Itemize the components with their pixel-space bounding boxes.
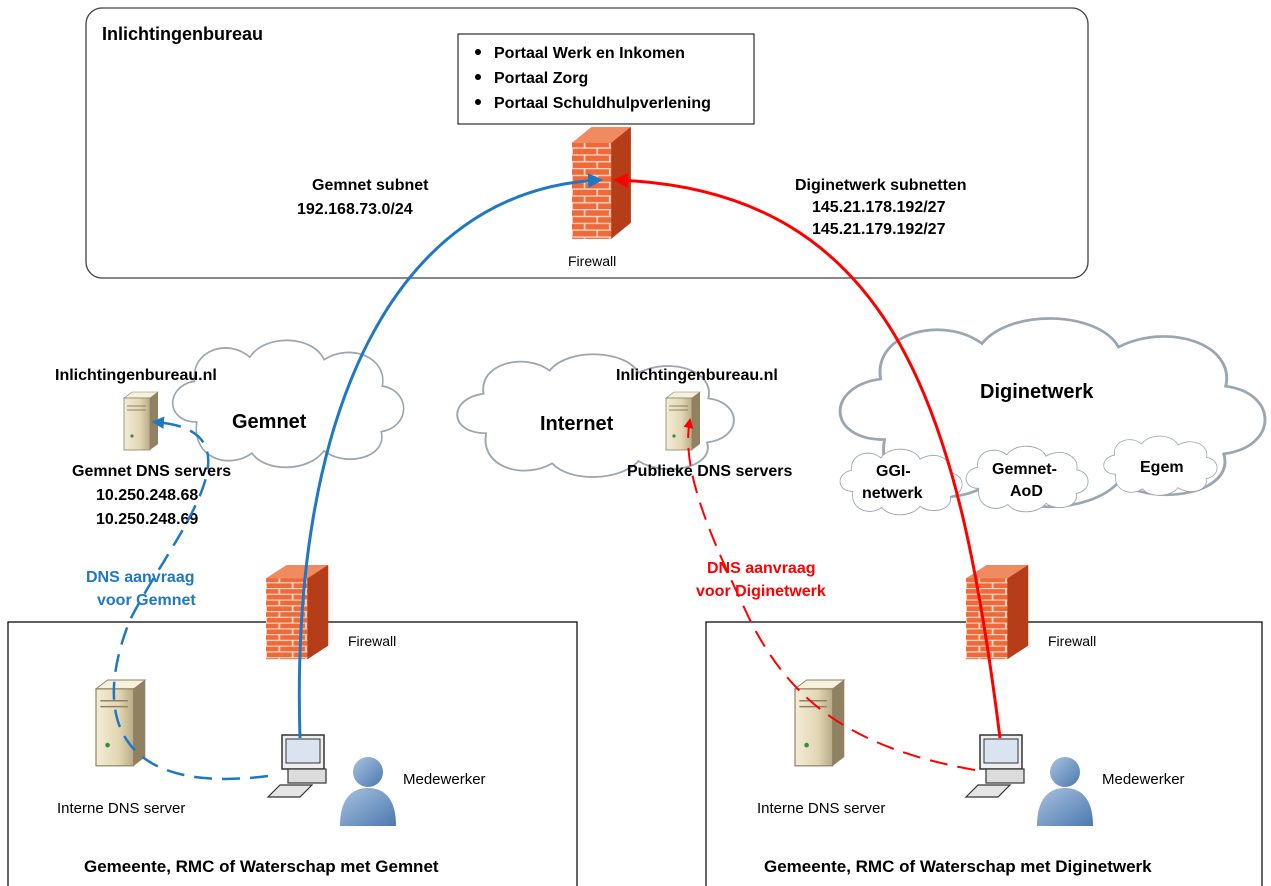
- top-firewall-label: Firewall: [568, 253, 616, 269]
- left-workstation-icon: [266, 734, 327, 798]
- left-dns-label: Interne DNS server: [57, 800, 185, 817]
- ggi-label: GGI-: [876, 463, 911, 480]
- right-site-caption: Gemeente, RMC of Waterschap met Diginetw…: [764, 857, 1152, 876]
- gemnet-aod-label: Gemnet-: [992, 461, 1057, 478]
- public-dns-server-icon: [665, 391, 701, 451]
- right-internal-dns-server-icon: [794, 679, 846, 767]
- right-firewall-label: Firewall: [1048, 633, 1096, 649]
- gemnet-subnet-title: Gemnet subnet: [312, 177, 429, 194]
- diginetwerk-dns-request-label: DNS aanvraag: [707, 560, 816, 577]
- ggi-label: netwerk: [862, 485, 923, 502]
- gemnet-dns-title: Gemnet DNS servers: [72, 463, 231, 480]
- right-workstation-icon: [964, 734, 1025, 798]
- internet-cloud-label: Internet: [540, 413, 614, 435]
- diginetwerk-subnet-title: Diginetwerk subnetten: [795, 177, 967, 194]
- gemnet-dns-server-icon: [123, 391, 159, 451]
- gemnet-connection-line: [297, 173, 603, 739]
- gemnet-dns-ip: 10.250.248.69: [96, 511, 198, 528]
- portal-item: Portaal Zorg: [494, 70, 588, 87]
- diginetwerk-subnet-range: 145.21.179.192/27: [812, 221, 946, 238]
- diginetwerk-connection-line: [613, 172, 1002, 739]
- left-site-caption: Gemeente, RMC of Waterschap met Gemnet: [84, 857, 439, 876]
- right-dns-label: Interne DNS server: [757, 800, 885, 817]
- diginetwerk-dns-request-label: voor Diginetwerk: [696, 583, 826, 600]
- gemnet-subnet-range: 192.168.73.0/24: [297, 201, 413, 218]
- left-firewall-label: Firewall: [348, 633, 396, 649]
- gemnet-aod-cloud: [965, 445, 1089, 513]
- diginetwerk-dns-request-line: [683, 418, 976, 771]
- portals-list: Portaal Werk en Inkomen Portaal Zorg Por…: [475, 45, 711, 112]
- gemnet-dns-request-label: voor Gemnet: [97, 592, 196, 609]
- right-user-label: Medewerker: [1102, 771, 1185, 788]
- portal-item: Portaal Werk en Inkomen: [494, 45, 685, 62]
- inlichtingenbureau-title: Inlichtingenbureau: [102, 24, 263, 44]
- diginetwerk-cloud-label: Diginetwerk: [980, 381, 1094, 403]
- gemnet-dns-ip: 10.250.248.68: [96, 487, 198, 504]
- portals-box: [457, 33, 755, 125]
- gemnet-dns-request-label: DNS aanvraag: [86, 569, 195, 586]
- public-dns-title: Publieke DNS servers: [627, 463, 793, 480]
- portal-item: Portaal Schuldhulpverlening: [494, 95, 711, 112]
- gemnet-aod-label: AoD: [1010, 483, 1043, 500]
- ggi-netwerk-cloud: [839, 448, 963, 516]
- gemnet-cloud: [171, 339, 405, 469]
- egem-label: Egem: [1140, 459, 1184, 476]
- left-internal-dns-server-icon: [95, 679, 147, 767]
- gemnet-cloud-label: Gemnet: [232, 411, 307, 433]
- left-user-label: Medewerker: [403, 771, 486, 788]
- left-user-icon: [340, 757, 396, 826]
- gemnet-dns-request-line: [112, 416, 269, 781]
- gemnet-dns-domain: Inlichtingenbureau.nl: [55, 367, 217, 384]
- firewall-icon: [266, 565, 329, 660]
- right-user-icon: [1037, 757, 1093, 826]
- public-dns-domain: Inlichtingenbureau.nl: [616, 367, 778, 384]
- diginetwerk-subnet-range: 145.21.178.192/27: [812, 199, 946, 216]
